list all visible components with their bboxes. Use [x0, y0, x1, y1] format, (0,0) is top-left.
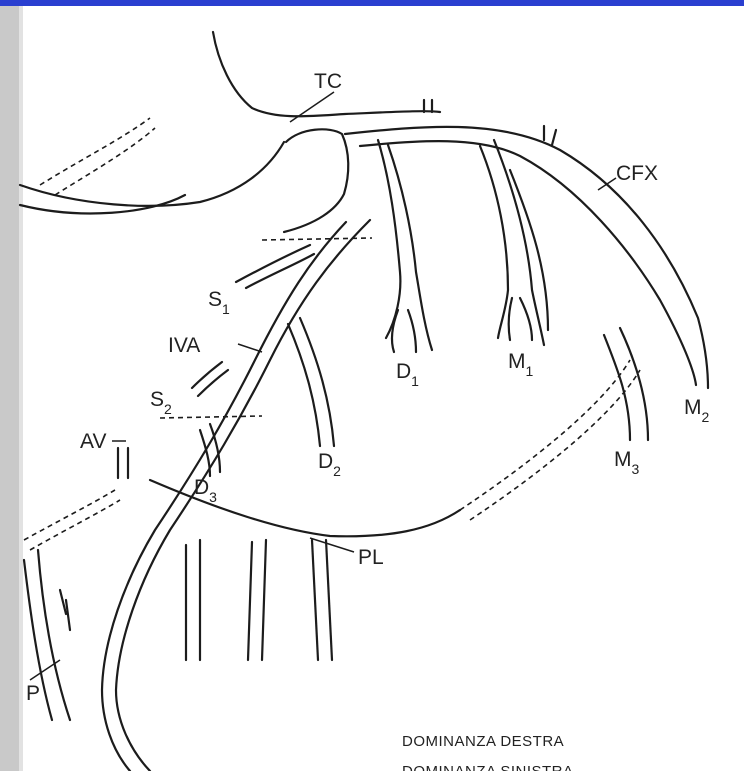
label-d3: D3	[194, 476, 217, 505]
label-cfx: CFX	[616, 162, 658, 185]
label-d1: D1	[396, 360, 419, 389]
label-p: P	[26, 682, 40, 705]
label-m1: M1	[508, 350, 534, 379]
vessel-labels: TC CFX S1 IVA D1 M1 M2 S2 AV D2 M3 D3 PL…	[26, 70, 710, 705]
label-s1: S1	[208, 288, 230, 317]
vessel-outlines	[20, 32, 708, 771]
label-m2: M2	[684, 396, 710, 425]
caption-dominanza-sinistra: DOMINANZA SINISTRA	[402, 763, 574, 771]
label-tc: TC	[314, 70, 342, 93]
label-m3: M3	[614, 448, 640, 477]
caption-dominanza-destra: DOMINANZA DESTRA	[402, 733, 564, 750]
label-d2: D2	[318, 450, 341, 479]
page-margin	[0, 6, 19, 771]
label-av: AV	[80, 430, 106, 453]
page-margin-edge	[19, 6, 23, 771]
label-s2: S2	[150, 388, 172, 417]
label-pl: PL	[358, 546, 384, 569]
label-iva: IVA	[168, 334, 200, 357]
